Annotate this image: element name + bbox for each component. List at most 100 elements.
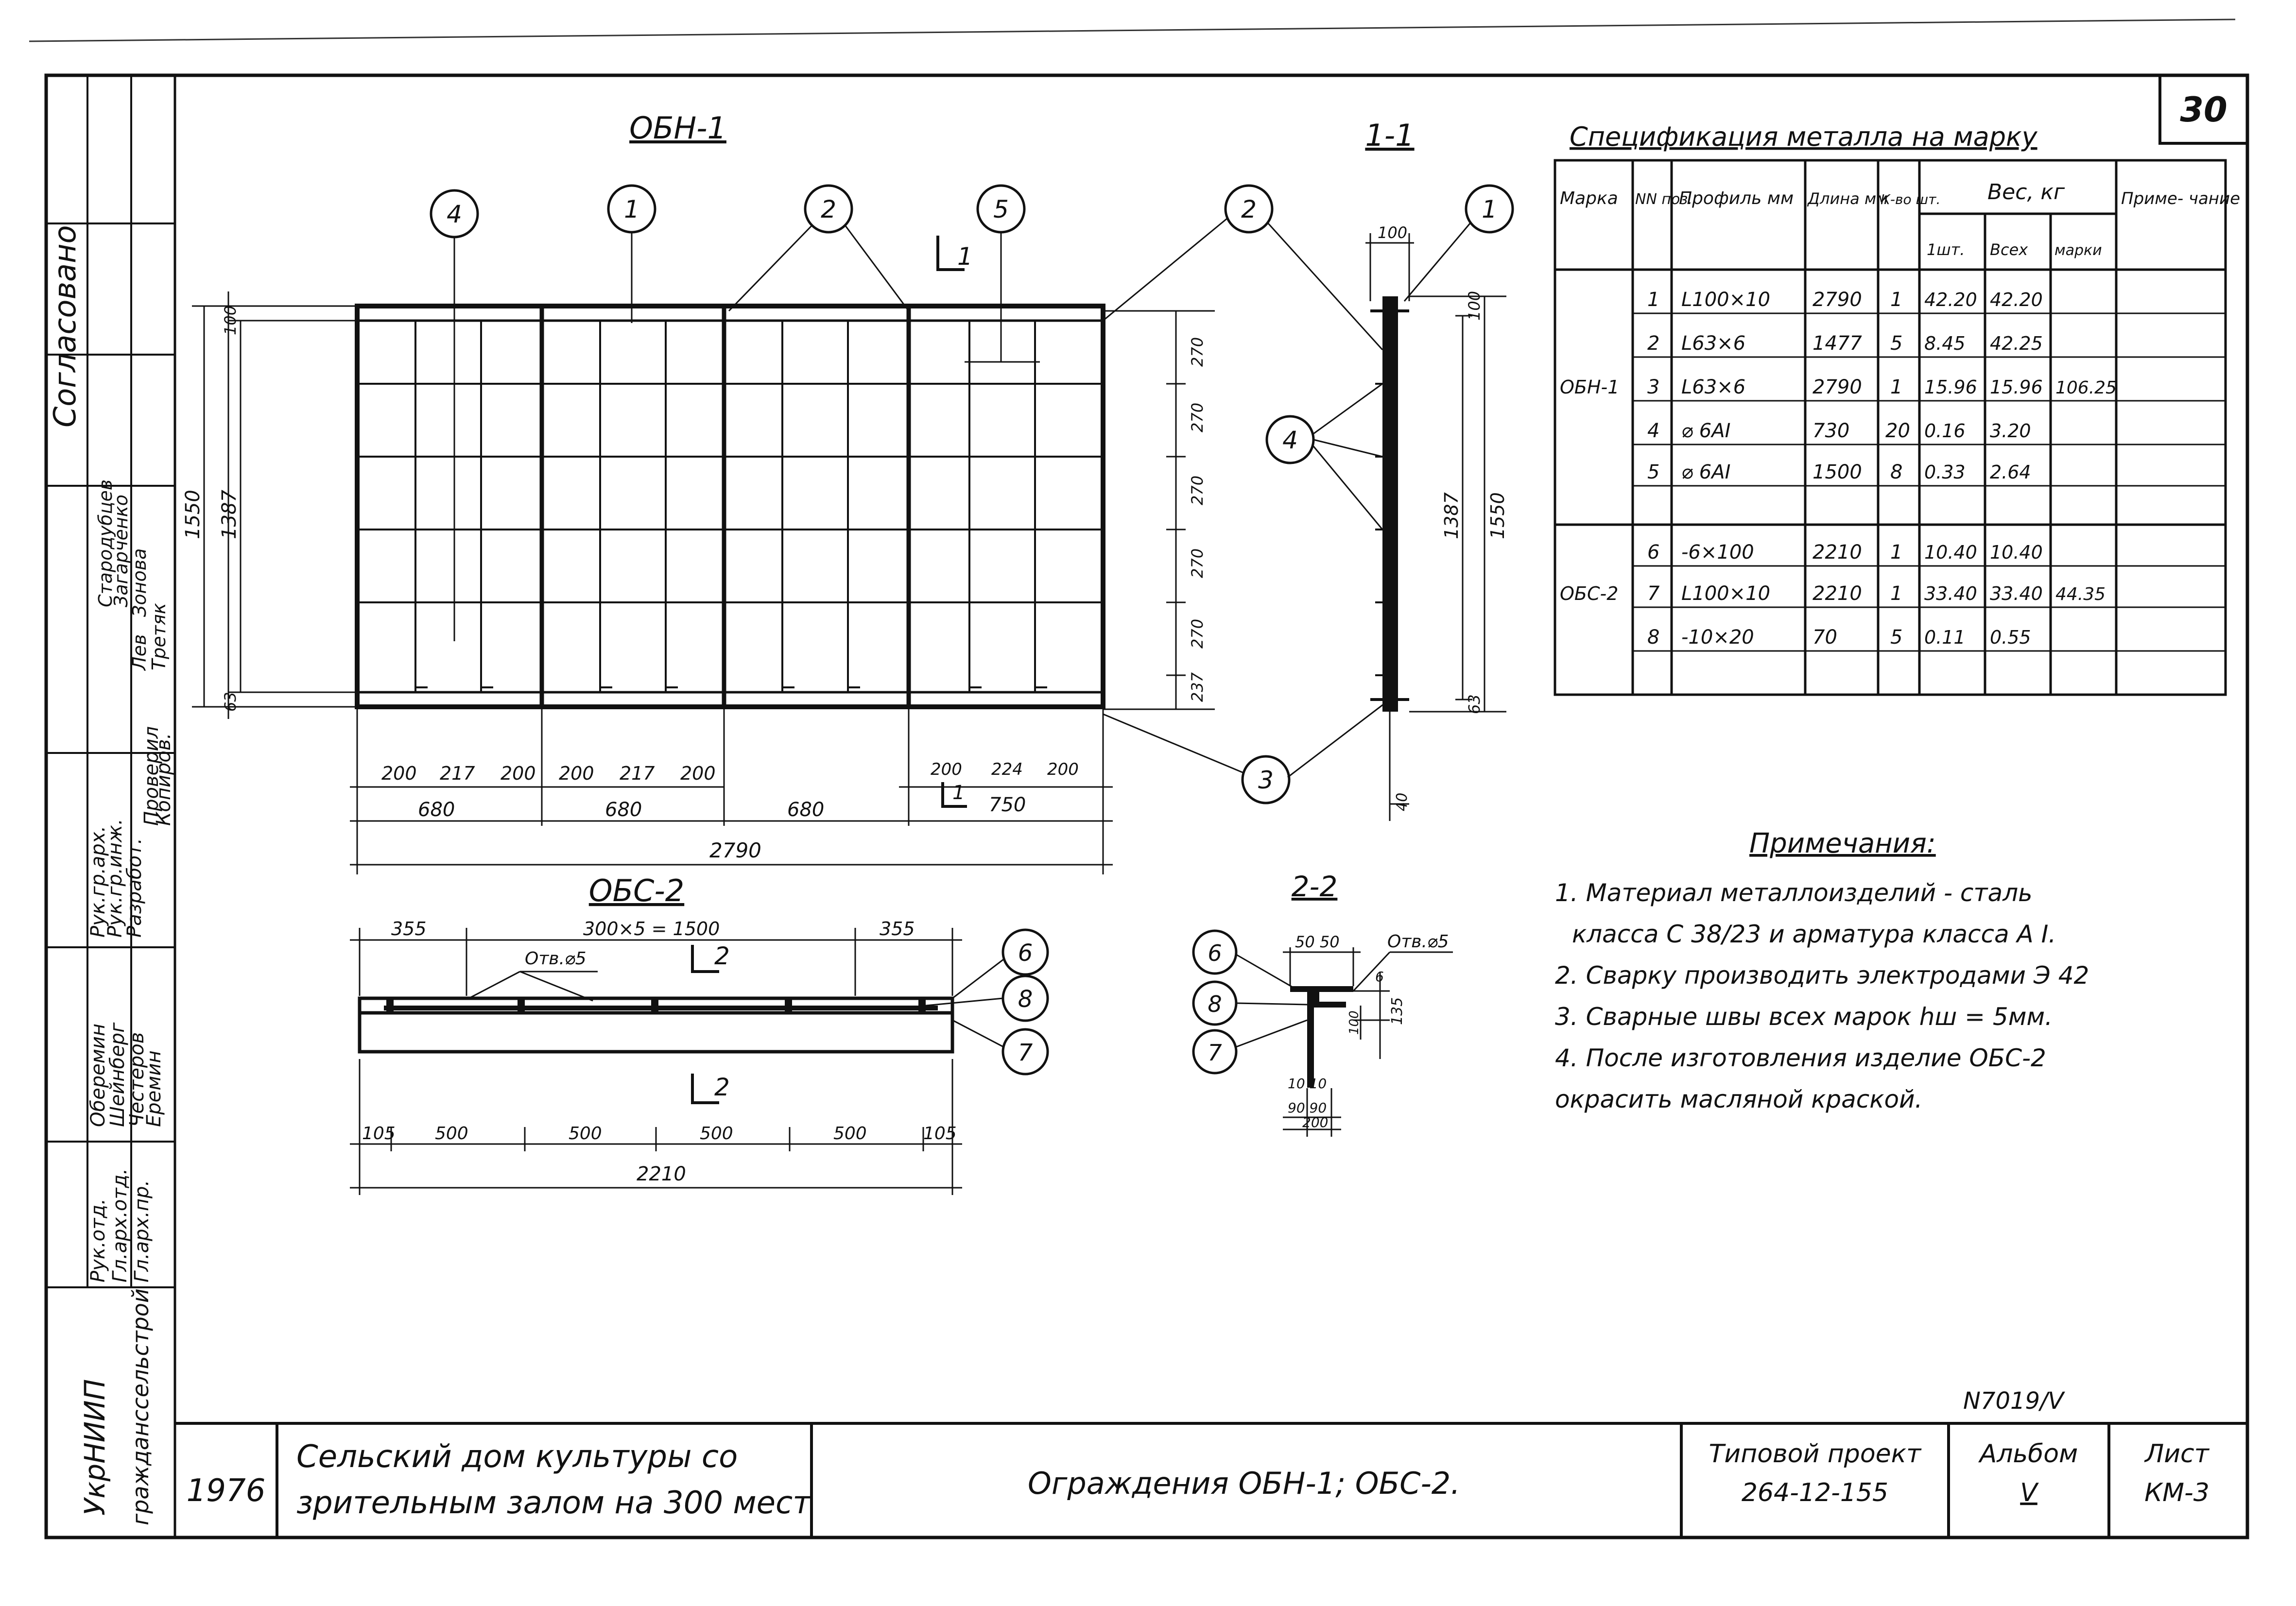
sec22-top: 50 50 xyxy=(1295,933,1340,951)
notes: Примечания: 1. Материал металлоизделий -… xyxy=(1555,828,2089,1113)
stamp-role-5: Копиров. xyxy=(153,733,175,826)
spec-r6-qty: 1 xyxy=(1890,541,1902,564)
spec-r8-w1: 0.11 xyxy=(1924,627,1966,648)
obs2-dim-b1: 105 xyxy=(362,1124,396,1144)
spec-r4-pos: 4 xyxy=(1647,420,1659,442)
spec-h-mark: Марка xyxy=(1560,188,1618,208)
sec11-callout-1-label: 1 xyxy=(1482,195,1497,223)
obn1-elevation: ОБН-1 xyxy=(182,110,1291,874)
dim-right-row-4: 270 xyxy=(1188,548,1207,578)
sec22-h2: 100 xyxy=(1347,1010,1362,1035)
spec-r7-wall: 33.40 xyxy=(1990,583,2043,604)
spec-r4-profile: ⌀ 6AI xyxy=(1681,420,1730,442)
dim-top: 100 xyxy=(221,306,240,335)
spec-h-wall: Всех xyxy=(1990,240,2028,259)
sec22-callout-7-label: 7 xyxy=(1208,1040,1222,1066)
stamp-name3-1: Еремин xyxy=(143,1050,165,1127)
stamp-role-2: Рук.гр.инж. xyxy=(104,819,126,938)
spec-r5-w1: 0.33 xyxy=(1924,461,1966,483)
sec11-width: 100 xyxy=(1378,223,1407,242)
tb-album-value: V xyxy=(2020,1478,2039,1507)
notes-line-5: 4. После изготовления изделие ОБС-2 xyxy=(1555,1044,2046,1072)
spec-r2-wall: 42.25 xyxy=(1990,333,2043,354)
notes-line-1: 1. Материал металлоизделий - сталь xyxy=(1555,879,2033,907)
spec-title: Спецификация металла на марку xyxy=(1570,121,2038,152)
stamp-role-3: Разработ. xyxy=(123,838,146,938)
sec22-h3: 135 xyxy=(1389,997,1406,1025)
callout-2 xyxy=(804,184,853,234)
spec-r1-wall: 42.20 xyxy=(1990,289,2043,310)
cut-mark-2-top: 2 xyxy=(714,942,730,970)
stamp-role-1: Рук.гр.арх. xyxy=(87,826,109,938)
spec-h-weight: Вес, кг xyxy=(1987,180,2065,205)
sec22-callout-6-label: 6 xyxy=(1208,940,1222,966)
obs2-dim-middle: 300×5 = 1500 xyxy=(583,918,720,940)
dim-bottom-right-2: 224 xyxy=(991,760,1023,779)
stamp-name-4: Зонова xyxy=(129,548,150,617)
obs2-dim-b6: 105 xyxy=(923,1124,957,1144)
spec-r5-profile: ⌀ 6AI xyxy=(1681,461,1730,483)
stamp-role-4: Проверил xyxy=(140,726,163,826)
tb-sheet-value: КМ-3 xyxy=(2144,1478,2210,1507)
obs2-elevation: ОБС-2 xyxy=(350,873,1049,1195)
spec-r7-w1: 33.40 xyxy=(1924,583,1977,604)
stamp-name2-1: Оберемин xyxy=(87,1024,109,1127)
tb-type-label: Типовой проект xyxy=(1709,1439,1922,1469)
dim-bottom-6: 200 xyxy=(680,763,716,784)
tb-type-code: 264-12-155 xyxy=(1742,1478,1888,1507)
stamp-name-3: Лев xyxy=(129,634,150,671)
spec-r2-pos: 2 xyxy=(1647,332,1659,355)
stamp-name2-3: Честеров xyxy=(126,1032,148,1127)
stamp-role2-1: Рук.отд. xyxy=(87,1198,109,1282)
notes-line-3: 2. Сварку производить электродами Э 42 xyxy=(1555,961,2089,990)
stamp-name2-2: Шейнберг xyxy=(106,1022,129,1127)
spec-g1-mark: ОБН-1 xyxy=(1560,376,1619,398)
obs2-dim-b5: 500 xyxy=(833,1124,867,1144)
dim-right-row-5: 270 xyxy=(1188,619,1207,649)
dim-bottom: 63 xyxy=(221,692,240,712)
tb-project-name-2: зрительным залом на 300 мест xyxy=(296,1485,811,1521)
stamp-name-2: Загарченко xyxy=(110,495,132,607)
dim-right-row-3: 270 xyxy=(1188,476,1207,505)
sheet-number-box: 30 xyxy=(2158,74,2249,145)
callout-4-label: 4 xyxy=(447,200,462,228)
spec-table: Спецификация металла на марку Марк xyxy=(1554,121,2240,696)
dim-bottom-2: 217 xyxy=(440,763,475,784)
tb-album-label: Альбом xyxy=(1978,1439,2078,1469)
obs2-dim-b2: 500 xyxy=(435,1124,468,1144)
tb-project-name-1: Сельский дом культуры со xyxy=(296,1439,738,1475)
spec-r2-length: 1477 xyxy=(1813,332,1862,355)
dim-right-row-1: 270 xyxy=(1188,337,1207,367)
spec-r2-profile: L63×6 xyxy=(1681,332,1745,355)
spec-r3-profile: L63×6 xyxy=(1681,376,1745,398)
obs2-dim-total: 2210 xyxy=(637,1163,686,1185)
spec-r2-qty: 5 xyxy=(1890,332,1902,355)
obs2-callout-8-label: 8 xyxy=(1018,986,1033,1013)
obs2-dim-b4: 500 xyxy=(700,1124,733,1144)
spec-r7-qty: 1 xyxy=(1890,582,1902,605)
callout-2b-label: 2 xyxy=(1241,195,1257,223)
stamp-role2-3: Гл.арх.пр. xyxy=(131,1180,153,1282)
sec11-bottom: 63 xyxy=(1465,694,1484,714)
archive-no: N7019/V xyxy=(1963,1387,2065,1415)
spec-r1-length: 2790 xyxy=(1813,289,1862,311)
tb-sheet-label: Лист xyxy=(2144,1439,2210,1469)
section22-title: 2-2 xyxy=(1292,870,1338,903)
spec-r6-profile: -6×100 xyxy=(1681,541,1754,564)
obs2-title: ОБС-2 xyxy=(589,873,684,908)
spec-r8-wall: 0.55 xyxy=(1990,627,2031,648)
side-stamp-texts: Согласовано УкрНИИП гражданссельстрой Ст… xyxy=(47,225,175,1525)
callout-3-label: 3 xyxy=(1258,766,1274,794)
dim-right-row-2: 270 xyxy=(1188,403,1207,432)
spec-g1-total: 106.25 xyxy=(2055,378,2117,398)
spec-r6-w1: 10.40 xyxy=(1924,542,1977,563)
spec-r7-pos: 7 xyxy=(1647,582,1660,605)
stamp-role2-2: Гл.арх.отд. xyxy=(109,1168,131,1282)
dim-bottom-right-1: 200 xyxy=(931,760,962,779)
spec-r1-pos: 1 xyxy=(1647,289,1659,311)
cut-mark-2-bottom: 2 xyxy=(714,1073,730,1101)
sec22-callout-7 xyxy=(1192,1029,1238,1075)
spec-r7-length: 2210 xyxy=(1813,582,1862,605)
spec-h-qty: К-во шт. xyxy=(1881,191,1940,207)
dim-right-row-6: 237 xyxy=(1188,672,1207,702)
